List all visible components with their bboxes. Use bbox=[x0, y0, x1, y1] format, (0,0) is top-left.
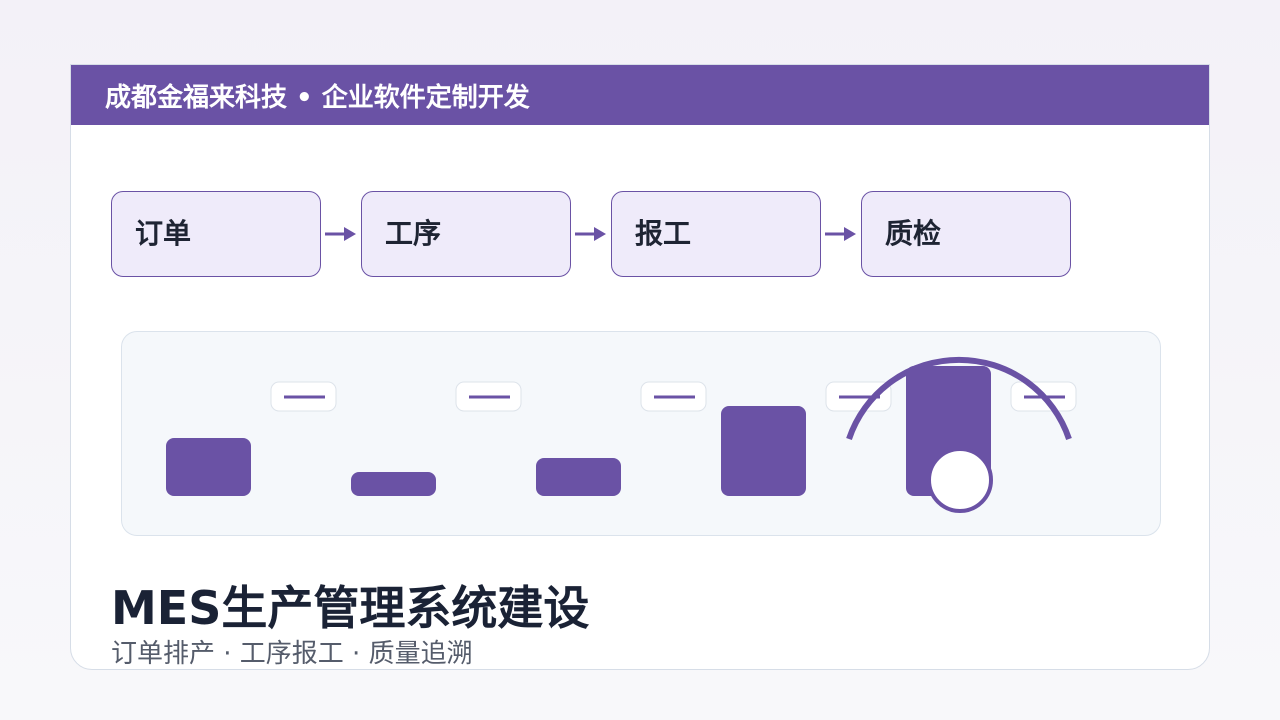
flow-step-report: 报工 bbox=[611, 191, 821, 277]
page-subtitle: 订单排产 · 工序报工 · 质量追溯 bbox=[111, 639, 473, 669]
block-shape bbox=[351, 472, 436, 496]
production-illustration bbox=[166, 356, 1077, 513]
flow-step-label: 订单 bbox=[135, 217, 192, 250]
arrow-right-icon bbox=[825, 227, 856, 241]
flow-step-order: 订单 bbox=[111, 191, 321, 277]
dash-marker bbox=[455, 381, 522, 412]
block-shape bbox=[166, 438, 251, 496]
block-shape bbox=[721, 406, 806, 496]
gauge-arc bbox=[846, 356, 1072, 440]
flow-step-label: 报工 bbox=[635, 217, 692, 250]
flow-step-label: 工序 bbox=[385, 217, 442, 250]
flow-step-label: 质检 bbox=[885, 217, 942, 250]
knob-circle bbox=[927, 447, 993, 513]
header-banner: 成都金福来科技 • 企业软件定制开发 bbox=[71, 65, 1209, 125]
arrow-right-icon bbox=[575, 227, 606, 241]
arrow-right-icon bbox=[325, 227, 356, 241]
flow-step-process: 工序 bbox=[361, 191, 571, 277]
dash-marker bbox=[640, 381, 707, 412]
slide-card: 成都金福来科技 • 企业软件定制开发 订单 工序 报工 质检 bbox=[70, 64, 1210, 670]
flow-step-inspection: 质检 bbox=[861, 191, 1071, 277]
block-shape bbox=[536, 458, 621, 496]
page-title: MES生产管理系统建设 bbox=[111, 581, 590, 635]
dash-marker bbox=[270, 381, 337, 412]
banner-text: 成都金福来科技 • 企业软件定制开发 bbox=[105, 83, 530, 113]
illustration-panel bbox=[121, 331, 1161, 536]
